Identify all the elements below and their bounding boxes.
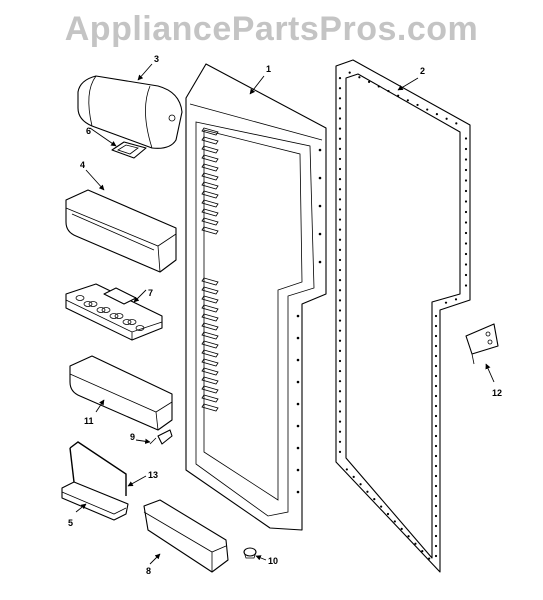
wire-retainer[interactable]	[69, 441, 127, 496]
egg-cups	[75, 295, 145, 331]
door-liner[interactable]	[185, 63, 327, 531]
callout-10: 10	[268, 556, 278, 566]
hinge-bracket[interactable]	[465, 323, 499, 365]
handle-trim[interactable]	[61, 481, 129, 521]
callout-13: 13	[148, 470, 158, 480]
callout-7: 7	[148, 288, 153, 298]
callout-6: 6	[86, 126, 91, 136]
callout-8: 8	[146, 566, 151, 576]
clip-part[interactable]	[111, 141, 147, 159]
leader-lines	[75, 63, 495, 565]
door-gasket[interactable]	[335, 59, 471, 573]
callout-4: 4	[80, 160, 85, 170]
callout-12: 12	[492, 388, 502, 398]
plug-part[interactable]	[243, 547, 257, 559]
site-watermark: AppliancePartsPros.com	[64, 10, 479, 48]
lower-door-bin[interactable]	[69, 355, 173, 431]
callout-11: 11	[84, 416, 94, 426]
liner-screw-holes	[296, 148, 322, 494]
liner-shelf-ridges	[201, 127, 219, 412]
callout-5: 5	[68, 518, 73, 528]
gasket-stitching	[338, 71, 468, 560]
callout-2: 2	[420, 66, 425, 76]
upper-door-bin[interactable]	[65, 189, 177, 273]
door-handle[interactable]	[143, 499, 229, 573]
dairy-door[interactable]	[77, 75, 183, 149]
callout-9: 9	[130, 432, 135, 442]
bracket-part[interactable]	[149, 429, 173, 445]
callout-3: 3	[154, 54, 159, 64]
egg-tray[interactable]	[65, 283, 163, 341]
callout-1: 1	[266, 64, 271, 74]
